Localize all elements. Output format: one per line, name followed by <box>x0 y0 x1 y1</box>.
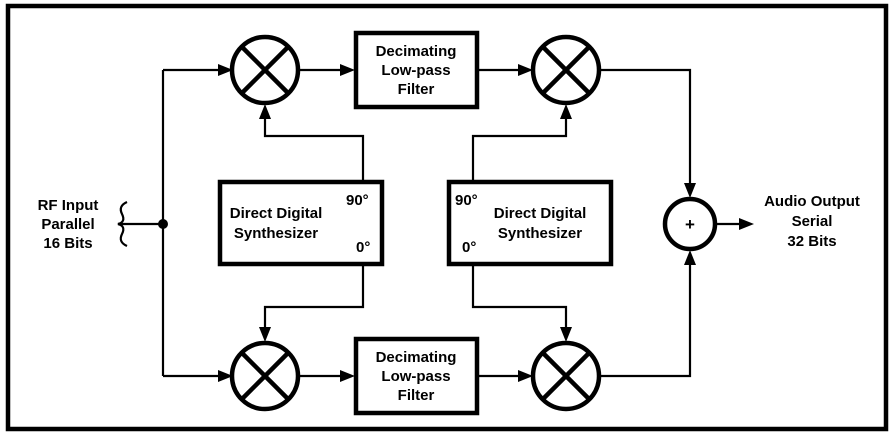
arrow-to-filter-top <box>340 64 355 76</box>
filter-bottom: Decimating Low-pass Filter <box>353 336 480 416</box>
dds-right-phase-0: 0° <box>462 239 476 256</box>
wire-dds-right-90 <box>471 118 568 182</box>
dds-right-line2: Synthesizer <box>498 225 582 242</box>
arrow-into-summer-bottom <box>684 250 696 265</box>
arrow-to-mixer-top-left <box>218 64 233 76</box>
wire-mixer-bottom-to-summer <box>599 262 692 378</box>
input-label: RF Input Parallel 16 Bits <box>38 197 99 252</box>
output-label: Audio Output Serial 32 Bits <box>764 193 860 250</box>
output-label-line3: 32 Bits <box>787 233 836 250</box>
arrow-into-summer-top <box>684 183 696 198</box>
mixer-bottom-right <box>530 340 602 412</box>
input-label-line2: Parallel <box>41 216 94 233</box>
wire-dds-right-0 <box>471 264 568 328</box>
filter-top: Decimating Low-pass Filter <box>353 30 480 110</box>
filter-bottom-line2: Low-pass <box>381 368 450 385</box>
wire-dds-left-90 <box>263 118 365 182</box>
filter-top-line2: Low-pass <box>381 62 450 79</box>
dds-left-line1: Direct Digital <box>230 205 323 222</box>
filter-top-line1: Decimating <box>376 43 457 60</box>
arrow-dds-right-0 <box>560 327 572 342</box>
arrow-to-mixer-bottom-right <box>518 370 533 382</box>
input-label-line1: RF Input <box>38 197 99 214</box>
arrow-dds-left-90 <box>259 104 271 119</box>
mixer-bottom-left <box>229 340 301 412</box>
arrow-dds-right-90 <box>560 104 572 119</box>
filter-bottom-line3: Filter <box>398 387 435 404</box>
summer: + <box>662 196 718 252</box>
dds-right-line1: Direct Digital <box>494 205 587 222</box>
arrow-to-mixer-top-right <box>518 64 533 76</box>
dds-left-phase-90: 90° <box>346 192 369 209</box>
wire-mixer-top-to-summer <box>599 68 692 186</box>
dds-left-line2: Synthesizer <box>234 225 318 242</box>
arrow-dds-left-0 <box>259 327 271 342</box>
wire-dds-left-0 <box>263 264 365 328</box>
mixer-top-left <box>229 34 301 106</box>
arrow-to-mixer-bottom-left <box>218 370 233 382</box>
dds-left-phase-0: 0° <box>356 239 370 256</box>
dds-right-phase-90: 90° <box>455 192 478 209</box>
input-label-line3: 16 Bits <box>43 235 92 252</box>
diagram-frame <box>5 3 889 432</box>
summer-symbol: + <box>685 215 695 234</box>
filter-top-line3: Filter <box>398 81 435 98</box>
arrow-to-filter-bottom <box>340 370 355 382</box>
output-label-line2: Serial <box>792 213 833 230</box>
dds-right: Direct Digital Synthesizer 90° 0° <box>446 179 614 267</box>
output-arrow <box>739 218 754 230</box>
mixer-top-right <box>530 34 602 106</box>
dds-left: Direct Digital Synthesizer 90° 0° <box>217 179 385 267</box>
filter-bottom-line1: Decimating <box>376 349 457 366</box>
output-label-line1: Audio Output <box>764 193 860 210</box>
